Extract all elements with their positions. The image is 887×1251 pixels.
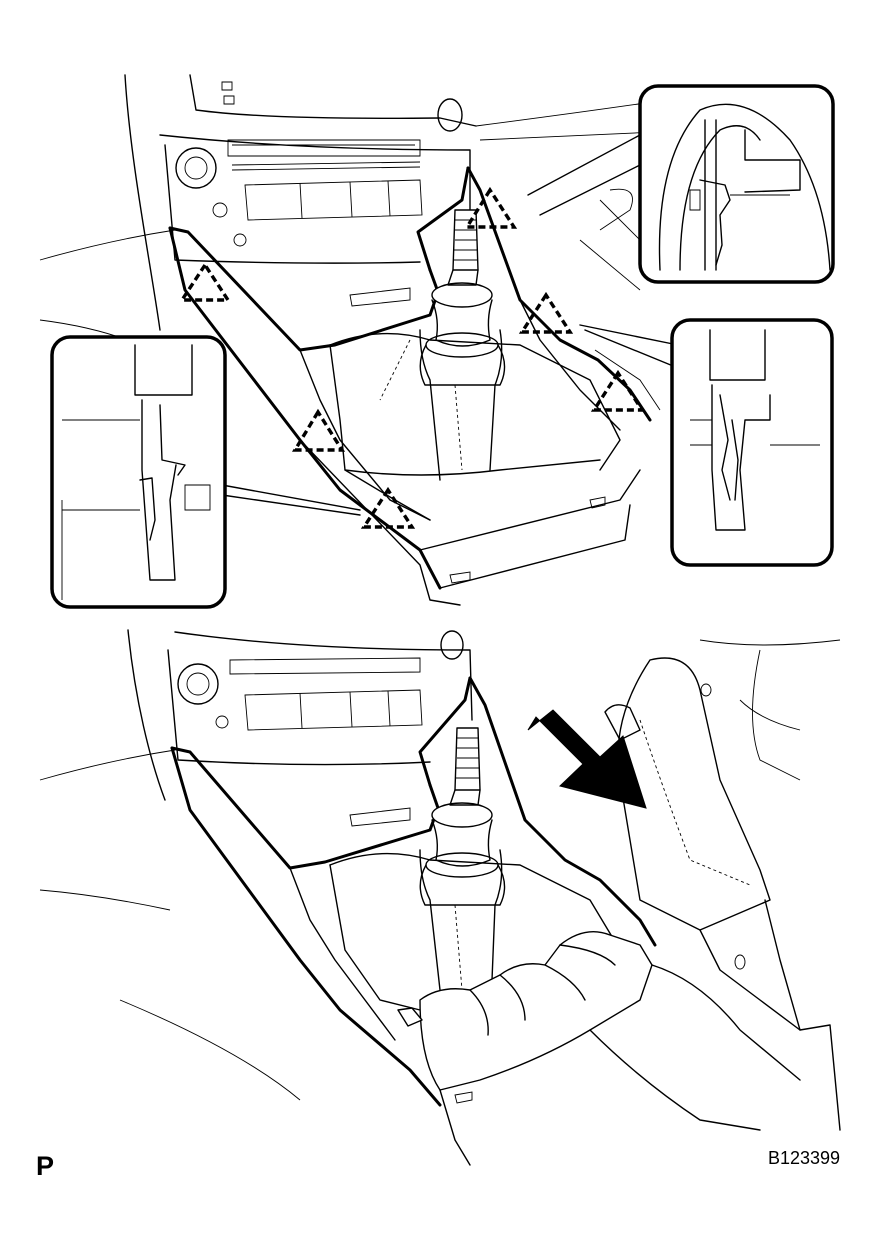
top-shift-boot bbox=[329, 209, 621, 521]
clip-detail-callout-2 bbox=[670, 318, 834, 567]
clip-detail-callout-1 bbox=[638, 84, 835, 284]
top-console-trim bbox=[168, 166, 661, 606]
bottom-shift-boot bbox=[329, 727, 621, 1011]
clip-detail-callout-3 bbox=[50, 335, 227, 609]
clip-marker-icon bbox=[590, 369, 646, 412]
parking-brake-handle bbox=[604, 657, 841, 1131]
clip-marker-icon bbox=[518, 291, 574, 334]
top-panel bbox=[39, 74, 835, 609]
clip-marker-icon bbox=[291, 408, 346, 452]
clip-markers-top bbox=[178, 186, 646, 529]
pull-direction-arrow bbox=[527, 709, 647, 809]
hand-removing-trim bbox=[397, 931, 801, 1166]
pull-arrow-icon bbox=[527, 709, 647, 809]
top-dashboard bbox=[39, 74, 701, 361]
figure-code: B123399 bbox=[768, 1148, 840, 1168]
bottom-panel bbox=[39, 629, 841, 1166]
view-label: P bbox=[36, 1151, 54, 1181]
clip-marker-icon bbox=[360, 486, 416, 529]
callout-leaders bbox=[221, 134, 679, 516]
bottom-dashboard bbox=[39, 629, 841, 1101]
clip-marker-icon bbox=[463, 186, 518, 229]
